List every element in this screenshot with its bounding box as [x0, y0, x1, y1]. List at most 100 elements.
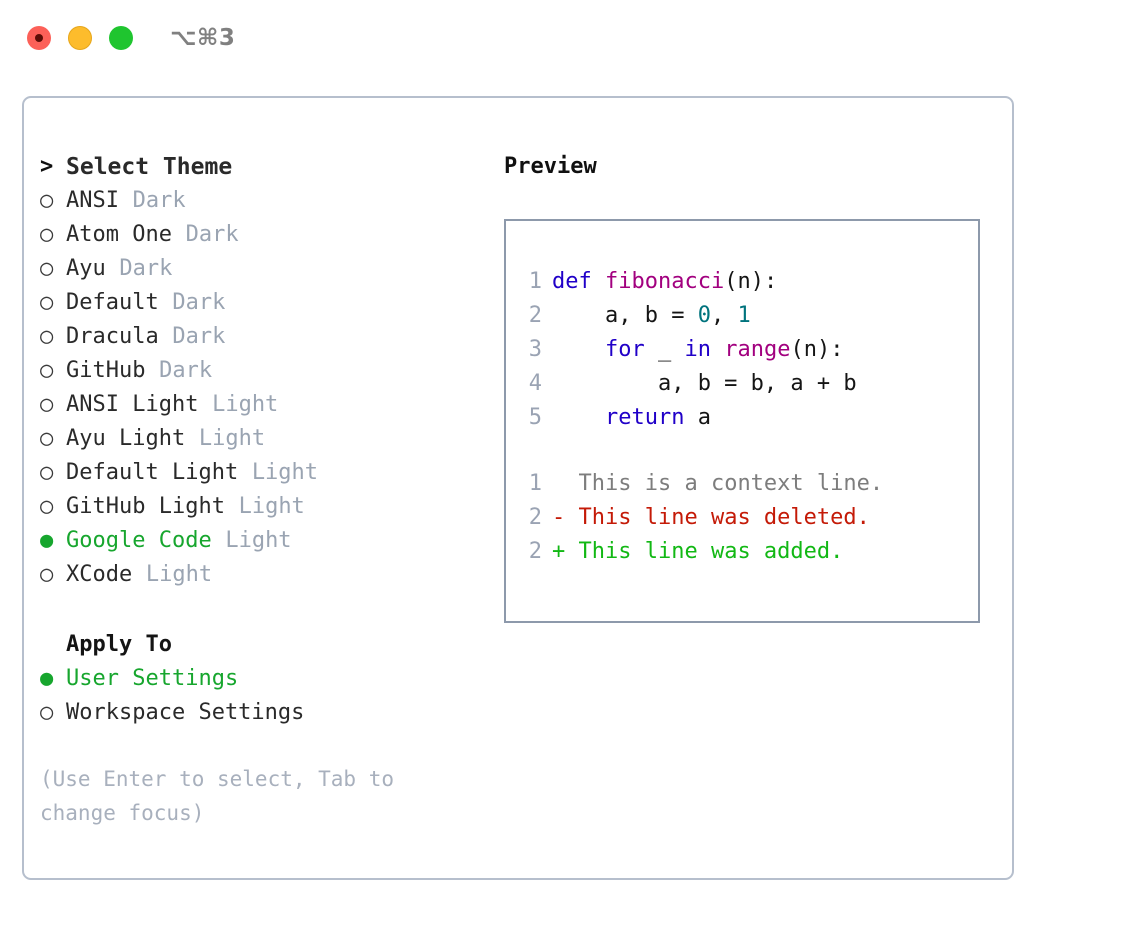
theme-variant-label: Light — [251, 460, 319, 485]
close-window-button[interactable] — [27, 26, 51, 50]
code-token-plain: (n): — [790, 337, 844, 362]
code-token-plain — [552, 337, 605, 362]
code-token-num: 0 — [697, 303, 711, 328]
radio-unselected-icon[interactable]: ○ — [40, 358, 54, 383]
theme-list-item[interactable]: ○ ANSI Dark — [40, 184, 490, 218]
code-line: 3 for _ in range(n): — [506, 333, 978, 367]
radio-selected-icon[interactable]: ● — [40, 666, 54, 691]
code-token-plain: (n): — [724, 269, 778, 294]
diff-gap-space — [565, 535, 578, 569]
code-token-fn: fibonacci — [604, 269, 725, 294]
radio-selected-icon[interactable]: ● — [40, 528, 54, 553]
code-token-plain: a, b = — [552, 303, 698, 328]
apply-to-item[interactable]: ○ Workspace Settings — [40, 696, 490, 730]
apply-to-item[interactable]: ● User Settings — [40, 662, 490, 696]
line-number: 5 — [528, 405, 542, 430]
line-number: 2 — [528, 505, 542, 530]
radio-unselected-icon[interactable]: ○ — [40, 562, 54, 587]
theme-name-label: Dracula — [66, 324, 159, 349]
radio-unselected-icon[interactable]: ○ — [40, 256, 54, 281]
theme-name-label: Ayu Light — [66, 426, 186, 451]
line-number: 2 — [528, 303, 542, 328]
apply-to-label: Workspace Settings — [66, 700, 305, 725]
radio-unselected-icon[interactable]: ○ — [40, 392, 54, 417]
diff-sign: - — [552, 505, 566, 530]
radio-unselected-icon[interactable]: ○ — [40, 222, 54, 247]
apply-to-label: User Settings — [66, 666, 239, 691]
select-theme-header: > Select Theme — [40, 150, 490, 184]
code-line-text: a, b = 0, 1 — [552, 299, 751, 333]
radio-unselected-icon[interactable]: ○ — [40, 324, 54, 349]
code-diff-spacer — [506, 435, 978, 467]
theme-list-item[interactable]: ○ Default Light Light — [40, 456, 490, 490]
theme-variant-label: Dark — [132, 188, 186, 213]
code-line: 4 a, b = b, a + b — [506, 367, 978, 401]
code-line: 2 a, b = 0, 1 — [506, 299, 978, 333]
code-token-num: 1 — [737, 303, 751, 328]
theme-name-label: ANSI — [66, 188, 119, 213]
code-line-text: a, b = b, a + b — [552, 367, 857, 401]
diff-line-text: This line was deleted. — [578, 505, 870, 530]
diff-line: 1 This is a context line. — [506, 467, 978, 501]
diff-sign — [552, 467, 565, 501]
theme-variant-label: Light — [145, 562, 213, 587]
theme-list-item[interactable]: ● Google Code Light — [40, 524, 490, 558]
apply-to-header: Apply To — [66, 632, 172, 657]
theme-variant-label: Light — [225, 528, 292, 553]
theme-name-label: Default — [66, 290, 159, 315]
title-bar: ⌥⌘3 — [0, 0, 1140, 78]
radio-unselected-icon[interactable]: ○ — [40, 460, 54, 485]
line-number: 1 — [528, 471, 542, 496]
code-token-plain: a, b = b, a + b — [552, 371, 857, 396]
theme-list-item[interactable]: ○ GitHub Light Light — [40, 490, 490, 524]
minimize-window-button[interactable] — [68, 26, 92, 50]
theme-name-label: ANSI Light — [66, 392, 199, 417]
maximize-window-button[interactable] — [109, 26, 133, 50]
theme-name-label: GitHub — [66, 358, 146, 383]
theme-variant-label: Dark — [185, 222, 239, 247]
radio-unselected-icon[interactable]: ○ — [40, 188, 54, 213]
code-token-kw: def — [552, 269, 605, 294]
diff-line: 2- This line was deleted. — [506, 501, 978, 535]
code-token-plain — [711, 337, 724, 362]
diff-line-text: This line was added. — [578, 539, 844, 564]
radio-unselected-icon[interactable]: ○ — [40, 426, 54, 451]
theme-name-label: Default Light — [66, 460, 239, 485]
preview-title: Preview — [504, 154, 597, 179]
code-line-text: return a — [552, 401, 711, 435]
code-line-text: def fibonacci(n): — [552, 265, 777, 299]
theme-variant-label: Light — [198, 426, 266, 451]
theme-variant-label: Light — [238, 494, 305, 519]
diff-sign: + — [552, 539, 566, 564]
code-token-kw: for — [604, 337, 645, 362]
diff-gap-space — [565, 467, 578, 501]
theme-name-label: GitHub Light — [66, 494, 225, 519]
radio-unselected-icon[interactable]: ○ — [40, 290, 54, 315]
code-token-plain: _ — [644, 337, 685, 362]
theme-name-label: Google Code — [66, 528, 212, 553]
theme-list-item[interactable]: ○ Ayu Light Light — [40, 422, 490, 456]
radio-unselected-icon[interactable]: ○ — [40, 700, 54, 725]
theme-list-item[interactable]: ○ Dracula Dark — [40, 320, 490, 354]
theme-variant-label: Dark — [172, 324, 226, 349]
select-theme-title: Select Theme — [66, 154, 233, 180]
code-token-plain: , — [710, 303, 738, 328]
diff-line: 2+ This line was added. — [506, 535, 978, 569]
theme-variant-label: Dark — [119, 256, 173, 281]
traffic-lights — [27, 26, 133, 50]
diff-line-text: This is a context line. — [578, 471, 884, 496]
radio-unselected-icon[interactable]: ○ — [40, 494, 54, 519]
keyboard-hint-text: (Use Enter to select, Tab to change focu… — [40, 767, 395, 825]
code-token-plain — [552, 405, 605, 430]
